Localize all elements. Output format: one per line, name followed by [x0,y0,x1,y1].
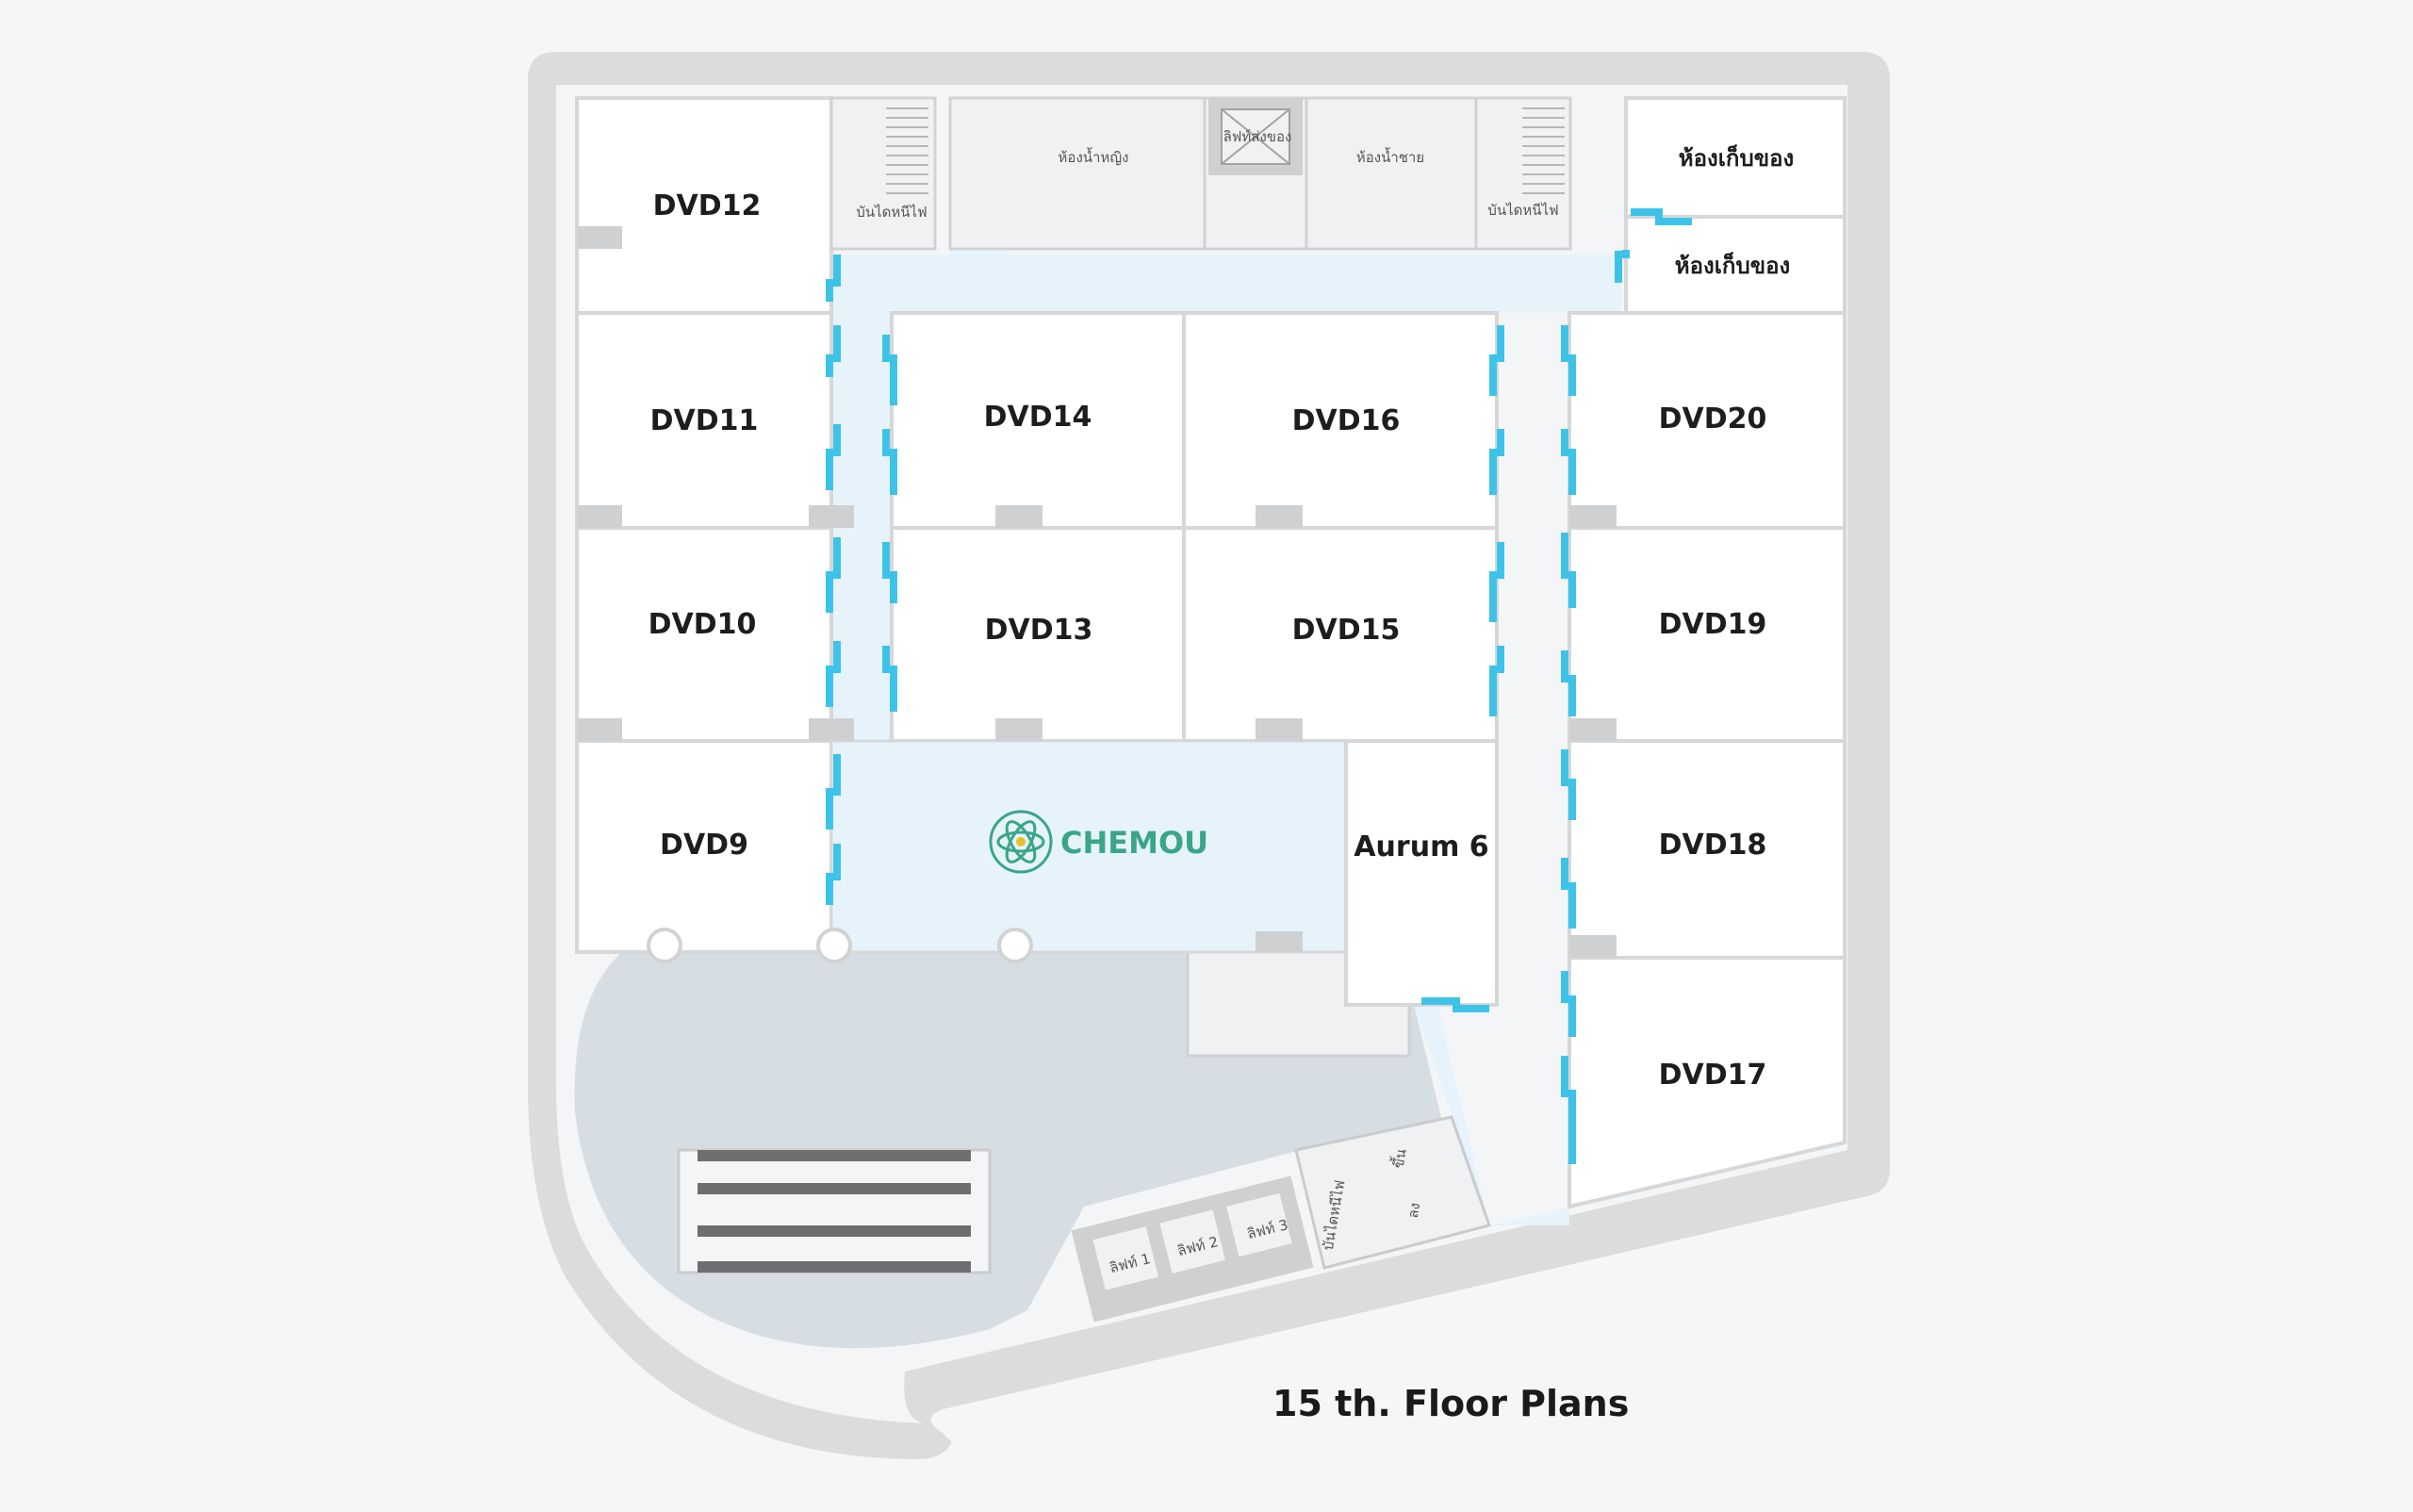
glass-walls [826,208,1692,1164]
label-dvd13: DVD13 [985,614,1093,647]
fire-stair-bottom [1294,1115,1491,1270]
label-dvd16: DVD16 [1292,404,1401,437]
room-dvd10[interactable] [575,526,833,743]
chemou-space[interactable] [829,739,1348,954]
door-pads [577,226,1617,958]
storage-room-1[interactable] [1624,96,1847,219]
label-aurum6: Aurum 6 [1354,830,1488,863]
fire-stair-left-steps [886,107,928,194]
room-aurum6[interactable] [1344,739,1499,1007]
women-restroom-label: ห้องน้ำหญิง [1059,147,1129,166]
room-dvd16[interactable] [1182,311,1499,530]
fire-exit-left-label: บันไดหนีไฟ [856,204,927,221]
women-restroom-box [948,96,1206,251]
escalator [677,1148,992,1274]
stairs-up-label: ขึ้น [1387,1147,1409,1170]
fire-exit-right-label: บันไดหนีไฟ [1487,202,1558,219]
label-dvd19: DVD19 [1659,608,1767,641]
passenger-lifts [1071,1175,1314,1323]
label-dvd10: DVD10 [648,608,757,641]
chemou-logo: CHEMOU [989,810,1208,874]
fire-stair-right-steps [1522,107,1565,194]
label-storage1: ห้องเก็บของ [1679,144,1794,172]
stairs-down-label: ลง [1404,1201,1424,1219]
label-dvd11: DVD11 [650,404,759,437]
room-dvd12[interactable] [575,96,833,315]
map-title: 15 th. Floor Plans [1272,1383,1629,1424]
chemou-wordmark: CHEMOU [1060,825,1208,861]
service-lift-icon [1208,98,1303,175]
pillars [647,928,1033,963]
label-dvd18: DVD18 [1659,829,1767,862]
label-dvd14: DVD14 [984,401,1092,434]
room-dvd15[interactable] [1182,526,1499,743]
men-restroom-label: ห้องน้ำชาย [1356,147,1424,166]
room-dvd18[interactable] [1568,739,1847,960]
room-dvd11[interactable] [575,311,833,530]
label-dvd15: DVD15 [1292,614,1401,647]
storage-room-2[interactable] [1624,215,1847,315]
room-dvd13[interactable] [890,526,1186,743]
label-storage2: ห้องเก็บของ [1675,252,1790,279]
men-restroom-box [1305,96,1478,251]
label-dvd9: DVD9 [660,829,748,862]
label-dvd20: DVD20 [1659,403,1767,436]
room-dvd20[interactable] [1568,311,1847,530]
label-dvd12: DVD12 [653,189,762,222]
atom-icon [989,810,1053,874]
service-lift-label: ลิฟท์ส่งของ [1223,128,1292,145]
label-dvd17: DVD17 [1659,1059,1767,1092]
room-dvd9[interactable] [575,739,833,954]
